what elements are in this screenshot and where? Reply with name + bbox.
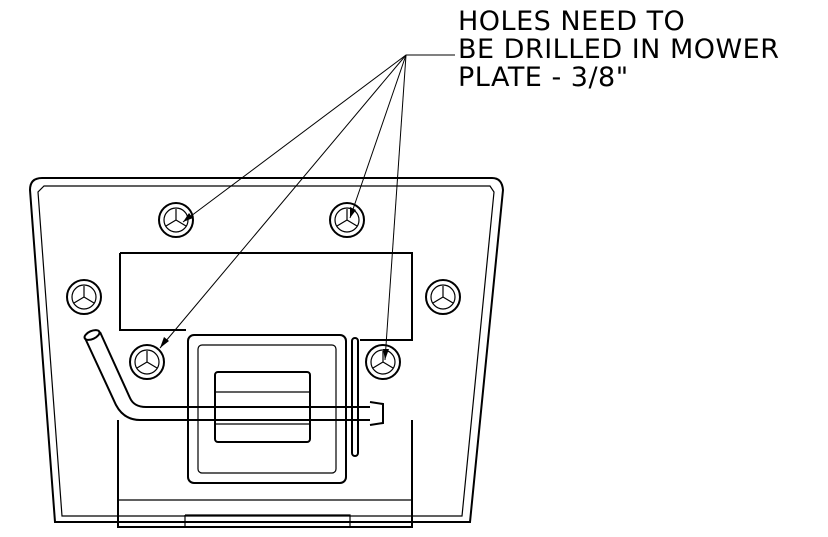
latch-rod [83, 329, 384, 457]
drill-note-line-1: HOLES NEED TO [458, 6, 686, 37]
mounting-plate [28, 177, 505, 523]
bolt-mid-left [66, 279, 102, 315]
drill-note-line-2: BE DRILLED IN MOWER [458, 34, 780, 65]
drill-note-line-3: PLATE - 3/8" [458, 62, 629, 93]
bolt-mid-right [425, 279, 461, 315]
pivot-bracket [187, 334, 347, 484]
bolt-top-right [329, 202, 365, 238]
leader-lines [159, 54, 455, 361]
bolt-lower-right [365, 344, 401, 380]
bolt-lower-left [129, 344, 165, 380]
base-block [117, 420, 413, 528]
upper-recess [119, 252, 413, 341]
drill-note: HOLES NEED TO BE DRILLED IN MOWER PLATE … [458, 8, 780, 92]
